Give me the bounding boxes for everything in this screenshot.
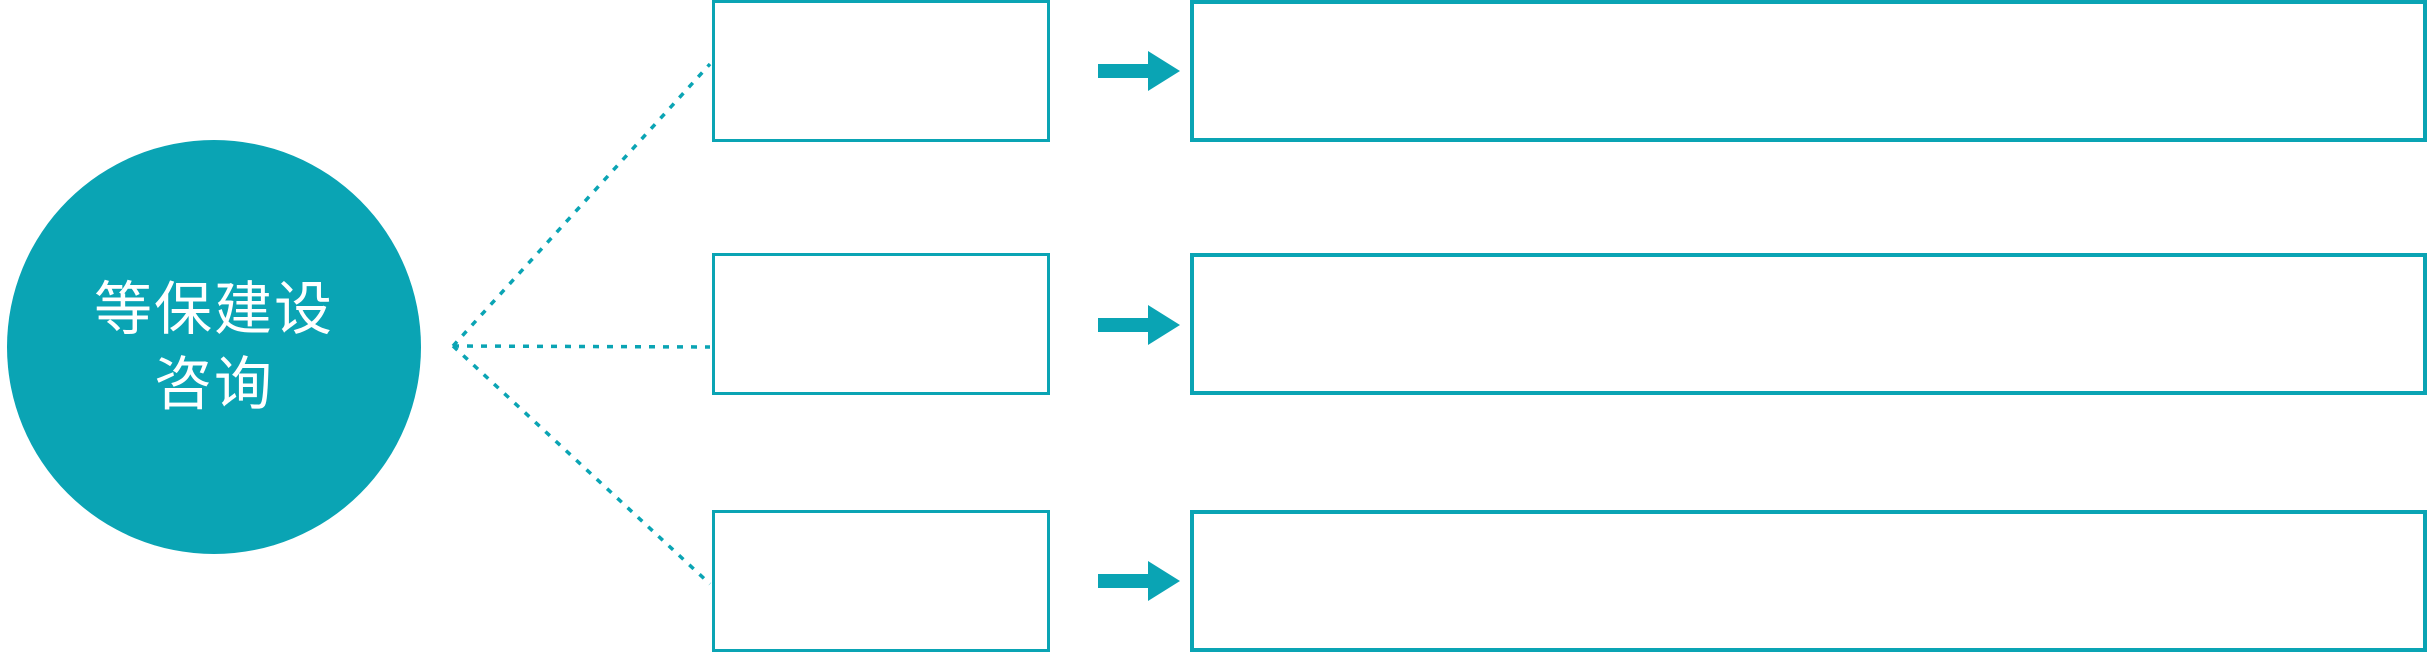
dashed-connector-bottom: [451, 344, 712, 586]
arrow-right-icon: [1098, 561, 1180, 601]
arrow-right-icon: [1098, 51, 1180, 91]
step-box-1: [712, 0, 1050, 142]
topic-circle-label: 等保建设 咨询: [94, 272, 334, 423]
topic-circle-label-line2: 咨询: [153, 350, 274, 418]
step-box-3: [712, 510, 1050, 652]
detail-box-2: [1190, 253, 2427, 395]
dashed-connector-top: [451, 62, 712, 348]
detail-box-3: [1190, 510, 2427, 652]
arrow-right-icon: [1098, 305, 1180, 345]
detail-box-1: [1190, 0, 2427, 142]
topic-circle: 等保建设 咨询: [7, 140, 421, 554]
dashed-connector-middle: [452, 344, 711, 349]
topic-circle-label-line1: 等保建设: [93, 274, 334, 343]
step-box-2: [712, 253, 1050, 395]
